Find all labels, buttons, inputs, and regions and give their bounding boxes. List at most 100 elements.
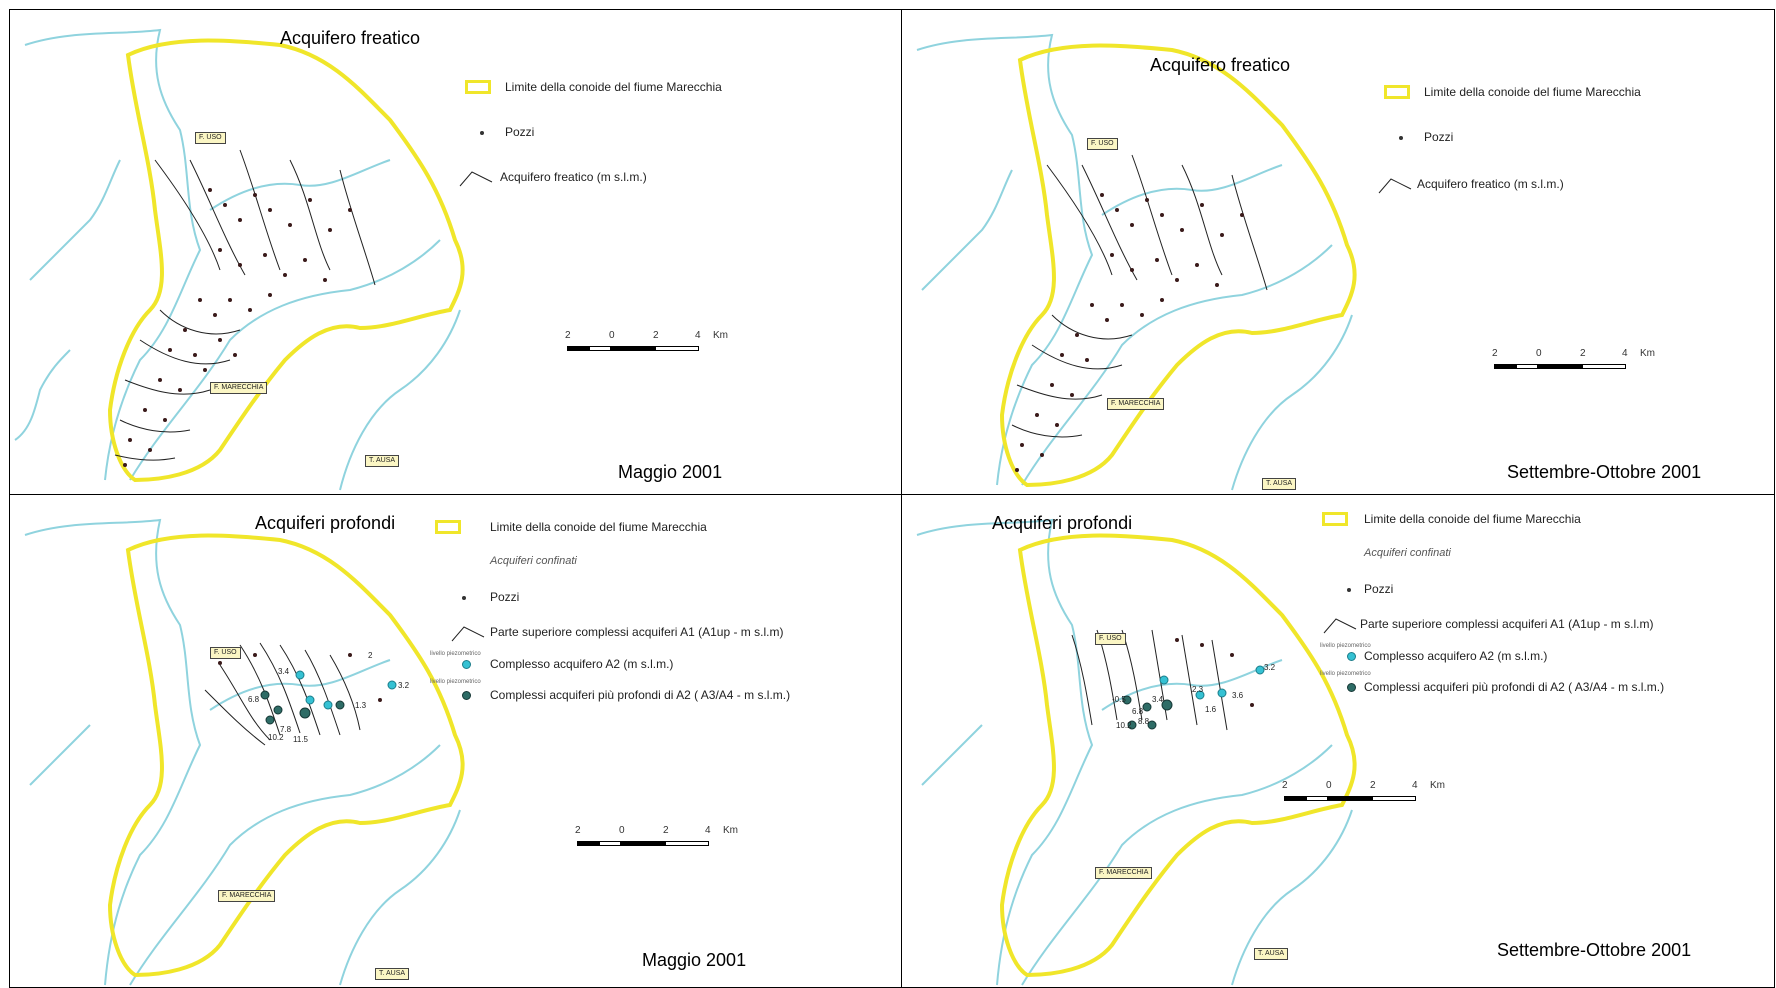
scale-tick: 2: [1492, 348, 1498, 359]
place-marecchia: F. MARECCHIA: [1107, 398, 1165, 410]
value-label: 3.4: [278, 667, 290, 676]
value-label: 6.8: [1132, 707, 1144, 716]
place-uso: F. USO: [1095, 633, 1126, 645]
value-label: 6.8: [248, 695, 260, 704]
scale-tick: 2: [653, 330, 659, 341]
legend-piezo-note: livello piezometrico: [430, 679, 481, 685]
panel-shallow-may: Acquifero freatico Limite della conoide …: [10, 10, 902, 495]
panel-title: Acquiferi profondi: [255, 513, 396, 533]
scale-tick: 0: [1326, 780, 1332, 791]
legend-contours: Acquifero freatico (m s.l.m.): [500, 170, 647, 184]
panel-period: Maggio 2001: [618, 462, 723, 482]
scale-seg: [1306, 796, 1328, 801]
value-label: 3.2: [398, 681, 410, 690]
scale-tick: 4: [695, 330, 701, 341]
river-west: [29, 159, 121, 281]
value-label: 3.4: [1152, 695, 1164, 704]
legend-confined: Acquiferi confinati: [1364, 547, 1451, 559]
panel-period: Settembre-Ottobre 2001: [1497, 940, 1692, 960]
wells-swatch: [1399, 136, 1403, 140]
panel-deep-may: Acquiferi profondi Limite della conoide …: [10, 495, 902, 988]
scale-tick: 0: [1536, 348, 1542, 359]
scale-seg: [1582, 364, 1626, 369]
scale-seg: [611, 346, 655, 351]
legend-a34: Complessi acquiferi più profondi di A2 (…: [490, 688, 791, 702]
scale-seg: [1516, 364, 1538, 369]
scale-unit: Km: [1640, 348, 1655, 359]
scale-bar: 2 0 2 4 Km: [565, 330, 735, 360]
panel-period: Settembre-Ottobre 2001: [1507, 462, 1702, 482]
river-ausa: [339, 309, 461, 491]
scale-tick: 2: [1282, 780, 1288, 791]
legend-piezo-note: livello piezometrico: [430, 651, 481, 657]
scale-tick: 2: [663, 825, 669, 836]
coastline-river: [24, 28, 202, 481]
scale-unit: Km: [713, 330, 728, 341]
legend-boundary: Limite della conoide del fiume Marecchia: [505, 80, 722, 94]
legend-contours: Acquifero freatico (m s.l.m.): [1417, 177, 1564, 191]
river-left-edge: [14, 349, 71, 441]
scale-seg: [577, 841, 599, 846]
fan-boundary: [999, 43, 1357, 488]
a2-swatch: [462, 660, 471, 669]
place-ausa: T. AUSA: [375, 968, 410, 980]
legend-wells: Pozzi: [1424, 130, 1454, 144]
river-inner: [209, 159, 391, 211]
panel-title: Acquifero freatico: [280, 28, 421, 48]
legend-a1: Parte superiore complessi acquiferi A1 (…: [490, 625, 784, 639]
place-marecchia: F. MARECCHIA: [218, 890, 276, 902]
panel-period: Maggio 2001: [642, 950, 747, 970]
value-label: 1.6: [1205, 705, 1217, 714]
contour-swatch-icon: [1378, 178, 1412, 194]
place-marecchia: F. MARECCHIA: [1095, 867, 1153, 879]
fan-boundary: [107, 38, 465, 483]
scale-bar: 2 0 2 4 Km: [1282, 780, 1452, 810]
scale-tick: 4: [1412, 780, 1418, 791]
boundary-swatch: [1322, 512, 1348, 526]
scale-seg: [621, 841, 665, 846]
map-shallow-sep-oct: [916, 33, 1357, 491]
wells-swatch: [480, 131, 484, 135]
scale-tick: 4: [1622, 348, 1628, 359]
scale-tick: 2: [575, 825, 581, 836]
panel-title: Acquifero freatico: [1150, 55, 1291, 75]
contour-swatch-icon: [1323, 618, 1357, 634]
legend-confined: Acquiferi confinati: [490, 555, 577, 567]
place-ausa: T. AUSA: [1254, 948, 1289, 960]
a2-swatch: [1347, 652, 1356, 661]
place-ausa: T. AUSA: [365, 455, 400, 467]
place-uso: F. USO: [1087, 138, 1118, 150]
a34-swatch: [1347, 683, 1356, 692]
scale-seg: [567, 346, 589, 351]
legend-a2: Complesso acquifero A2 (m s.l.m.): [1364, 649, 1548, 663]
scale-tick: 0: [619, 825, 625, 836]
place-ausa: T. AUSA: [1262, 478, 1297, 490]
value-label: -0.5: [1112, 695, 1126, 704]
place-uso: F. USO: [210, 647, 241, 659]
panel-shallow-sep-oct: Acquifero freatico Limite della conoide …: [902, 10, 1775, 495]
boundary-swatch: [465, 80, 491, 94]
contour-swatch-icon: [459, 171, 493, 187]
value-label: 1.3: [355, 701, 367, 710]
wells-swatch: [462, 596, 466, 600]
legend-a1: Parte superiore complessi acquiferi A1 (…: [1360, 617, 1654, 631]
river-marecchia: [129, 239, 441, 481]
fan-boundary: [999, 533, 1357, 978]
legend-piezo-note: livello piezometrico: [1320, 671, 1371, 677]
boundary-swatch: [435, 520, 461, 534]
scale-seg: [589, 346, 611, 351]
contour-swatch-icon: [451, 626, 485, 642]
scale-unit: Km: [723, 825, 738, 836]
scale-seg: [1328, 796, 1372, 801]
legend-boundary: Limite della conoide del fiume Marecchia: [1424, 85, 1641, 99]
value-label: 11.5: [293, 735, 308, 744]
value-label: 2: [368, 651, 373, 660]
map-shallow-may: [14, 28, 465, 491]
value-label: 10.2: [268, 733, 284, 742]
scale-unit: Km: [1430, 780, 1445, 791]
value-label: 10.2: [1116, 721, 1132, 730]
place-marecchia: F. MARECCHIA: [210, 382, 268, 394]
scale-seg: [599, 841, 621, 846]
boundary-swatch: [1384, 85, 1410, 99]
value-label: 3.2: [1264, 663, 1276, 672]
